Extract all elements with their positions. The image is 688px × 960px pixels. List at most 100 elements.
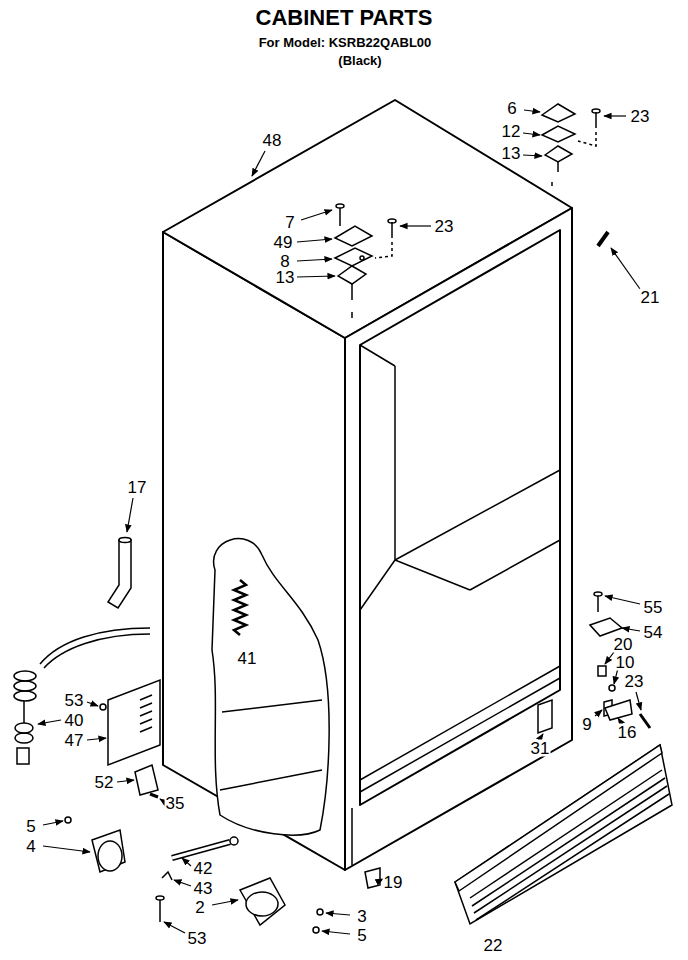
cabinet-interior-piece <box>351 808 353 865</box>
leader-lines-piece <box>605 596 640 604</box>
parts-piece <box>140 711 152 716</box>
hinges-piece <box>551 182 553 186</box>
parts-piece <box>598 666 606 676</box>
callout-number: 13 <box>501 145 522 162</box>
cabinet-body-piece <box>360 230 560 805</box>
leader-lines-piece <box>326 913 350 915</box>
hinges-piece <box>351 312 353 318</box>
hinges <box>335 104 608 318</box>
parts-piece <box>140 727 152 732</box>
callout-number: 23 <box>630 108 651 125</box>
grille-piece <box>470 770 662 898</box>
parts-piece <box>119 538 131 543</box>
leader-lines-piece <box>87 702 98 706</box>
parts-piece <box>609 685 615 691</box>
cabinet-interior-piece <box>395 470 560 560</box>
leader-lines-piece <box>38 720 61 724</box>
callout-number: 22 <box>483 937 504 954</box>
callout-number: 13 <box>275 269 296 286</box>
parts-piece <box>44 634 150 668</box>
grille-piece <box>455 745 672 924</box>
leader-lines-piece <box>297 239 332 242</box>
grille <box>455 745 672 924</box>
callout-number: 3 <box>356 908 367 925</box>
leader-lines-piece <box>164 922 185 933</box>
leader-lines-piece <box>252 151 265 176</box>
leader-lines <box>38 110 641 934</box>
leader-lines-piece <box>43 821 63 825</box>
callout-number: 23 <box>624 673 645 690</box>
callout-number: 17 <box>127 479 148 496</box>
cabinet-body-piece <box>345 208 572 870</box>
parts-piece <box>640 714 650 728</box>
hinges-piece <box>578 132 596 146</box>
cabinet-interior-piece <box>470 540 560 590</box>
callout-number: 55 <box>643 599 664 616</box>
cutaway-piece <box>220 770 322 790</box>
parts-piece <box>15 723 33 733</box>
parts-piece <box>230 837 238 845</box>
grille-piece <box>472 778 665 906</box>
callout-number: 21 <box>640 289 661 306</box>
leader-lines-piece <box>618 718 620 721</box>
parts-piece <box>156 896 164 900</box>
parts-piece <box>162 872 172 880</box>
cutaway <box>212 539 329 835</box>
callout-number: 53 <box>64 692 85 709</box>
hinges-piece <box>351 284 353 300</box>
parts-piece <box>14 691 36 701</box>
leader-lines-piece <box>301 210 332 220</box>
callout-number: 48 <box>262 132 283 149</box>
parts-piece <box>40 628 150 664</box>
cutaway-piece <box>212 539 329 835</box>
callout-number: 8 <box>279 253 290 270</box>
parts-piece <box>135 765 158 795</box>
hinges-piece <box>338 266 366 284</box>
leader-lines-piece <box>605 652 614 664</box>
callout-number: 5 <box>25 818 36 835</box>
parts-piece <box>98 841 122 871</box>
leader-lines-piece <box>523 155 542 156</box>
leader-lines-piece <box>604 115 626 116</box>
callout-number: 16 <box>617 724 638 741</box>
parts-piece <box>246 892 278 916</box>
parts-piece <box>150 794 158 797</box>
cabinet-interior-piece <box>360 678 560 792</box>
callout-number: 7 <box>284 214 295 231</box>
parts-piece <box>317 909 323 915</box>
parts-piece <box>140 719 152 724</box>
parts-piece <box>172 842 230 858</box>
parts-piece <box>92 830 125 872</box>
parts-piece <box>100 704 106 710</box>
cabinet-interior-piece <box>360 560 395 610</box>
callout-number: 5 <box>356 927 367 944</box>
parts-piece <box>65 817 71 823</box>
cabinet-body-piece <box>163 232 345 870</box>
leader-lines-piece <box>43 846 90 852</box>
parts-piece <box>240 878 285 925</box>
hinges-piece <box>598 232 608 246</box>
callout-number: 47 <box>64 732 85 749</box>
parts-piece <box>313 927 319 933</box>
leader-lines-piece <box>212 900 238 905</box>
parts-piece <box>538 700 552 733</box>
callout-number: 10 <box>615 654 636 671</box>
model-caption: (Black) <box>337 54 382 67</box>
parts-piece <box>14 671 36 681</box>
hinges-piece <box>335 248 372 266</box>
callout-number: 53 <box>187 930 208 947</box>
leader-lines-piece <box>117 780 134 782</box>
callout-number: 49 <box>273 234 294 251</box>
parts-piece <box>172 842 230 858</box>
hinges-piece <box>335 226 372 246</box>
leader-lines-piece <box>297 259 332 261</box>
parts-piece <box>15 733 33 743</box>
callout-number: 40 <box>64 712 85 729</box>
leader-lines-piece <box>127 498 133 532</box>
callout-number: 2 <box>194 899 205 916</box>
cabinet-interior <box>352 345 560 865</box>
hinges-piece <box>545 146 572 162</box>
hinges-piece <box>375 242 392 258</box>
hinges-piece <box>542 126 575 142</box>
